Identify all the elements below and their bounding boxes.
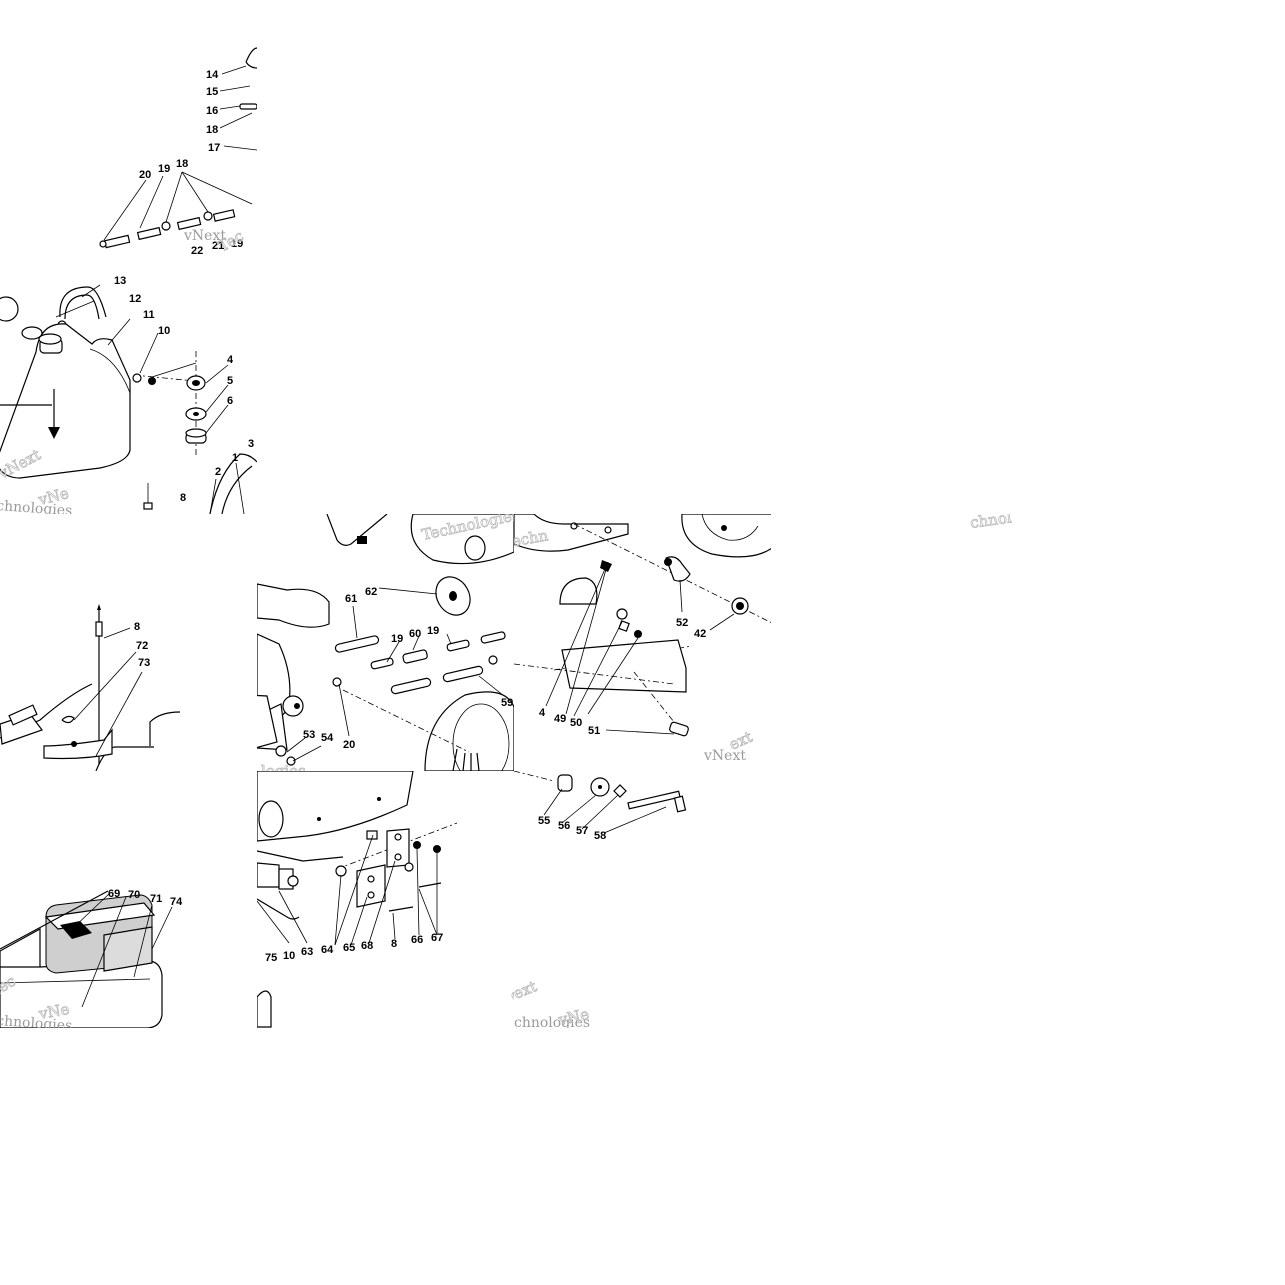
watermark-fragment: logies [261,762,306,771]
tile-battery-box: 69 70 71 74 Tec chnologies vNe [0,771,257,1028]
callout-4: 4 [227,354,234,366]
callout-8: 8 [134,621,140,633]
callout-72: 72 [136,640,148,652]
callout-69: 69 [108,888,120,900]
watermark-fragment: ext [508,979,514,1004]
gear-housing [681,514,771,558]
callout-60: 60 [409,628,421,640]
callout-17: 17 [208,142,220,154]
bracket-plates [356,828,410,908]
callout-66: 66 [411,934,423,946]
callout-8: 8 [180,492,186,504]
callout-54: 54 [321,732,334,744]
callout-59: 59 [501,697,513,709]
tile-mounting-brackets: 75 10 63 64 65 68 8 66 67 ext [257,771,514,1028]
callout-4: 4 [539,707,546,719]
battery-block [44,894,156,974]
callout-42: 42 [694,628,706,640]
callout-10: 10 [158,325,170,337]
callout-68: 68 [361,940,373,952]
callout-10: 10 [283,950,295,962]
callout-18: 18 [206,124,218,136]
callout-12: 12 [129,293,141,305]
tile-fuel-tank: 13 12 11 10 4 5 6 3 2 1 8 vNext chnologi… [0,257,257,514]
callout-22: 22 [191,245,203,257]
callout-52: 52 [676,617,688,629]
callout-19: 19 [391,633,403,645]
callout-18b: 18 [176,158,188,170]
callout-63: 63 [301,946,313,958]
tile-cable-bracket: 8 72 73 [0,514,257,771]
callout-20: 20 [139,169,151,181]
fuel-cap [0,296,43,340]
callout-6: 6 [227,395,233,407]
callout-55: 55 [538,815,550,827]
callout-11: 11 [143,309,155,321]
tile-engine-pins: 62 61 19 60 19 53 54 20 59 Technologies … [257,514,514,771]
watermark-fragment: chnologies [0,1013,73,1028]
callout-74: 74 [170,896,183,908]
callout-57: 57 [576,825,588,837]
callout-49: 49 [554,713,566,725]
callout-14: 14 [206,69,219,81]
callout-53: 53 [303,729,315,741]
watermark-fragment: chnologies [514,1015,590,1028]
callout-16: 16 [206,105,218,117]
watermark-fragment: vNext [703,748,746,764]
callout-75: 75 [265,952,277,964]
watermark-fragment: chnol [969,514,1013,532]
callout-65: 65 [343,942,355,954]
callout-2: 2 [215,466,221,478]
tile-fuel-line-parts: 14 15 16 18 17 20 19 18 22 21 19 vNext T… [0,0,257,257]
callout-5: 5 [227,375,233,387]
callout-61: 61 [345,593,357,605]
callout-19: 19 [158,163,170,175]
callout-8: 8 [391,938,397,950]
callout-20: 20 [343,739,355,751]
callout-19b: 19 [231,238,243,250]
tile-axle-mount: 52 42 4 49 50 51 Techn vNext ext [514,514,771,771]
callout-3: 3 [248,438,254,450]
tile-watermark-fragment: Technologies chnol [771,514,1028,771]
tile-axle-bolt: 55 56 57 58 ext chnologies vNe [514,771,771,1028]
callout-1: 1 [232,452,238,464]
callout-51: 51 [588,725,600,737]
wheel-hub [424,691,514,771]
watermark-fragment: Technologies [771,770,852,771]
callout-62: 62 [365,586,377,598]
callout-71: 71 [150,893,162,905]
callout-15: 15 [206,86,218,98]
callout-64: 64 [321,944,334,956]
callout-19b: 19 [427,625,439,637]
callout-21: 21 [212,240,224,252]
callout-13: 13 [114,275,126,287]
callout-73: 73 [138,657,150,669]
callout-56: 56 [558,820,570,832]
hose-segments [99,209,236,249]
callout-70: 70 [128,889,140,901]
callout-67: 67 [431,932,443,944]
watermark-fragment: vNe [556,1005,591,1028]
spacer-washer-bolt [557,774,687,813]
hinge-pins [332,631,506,695]
callout-58: 58 [594,830,606,842]
callout-50: 50 [570,717,582,729]
grommet-stack [185,375,207,444]
watermark-fragment: vNext [183,228,226,244]
watermark-fragment: ext [514,977,539,1002]
watermark-fragment: chnologies [0,498,73,514]
